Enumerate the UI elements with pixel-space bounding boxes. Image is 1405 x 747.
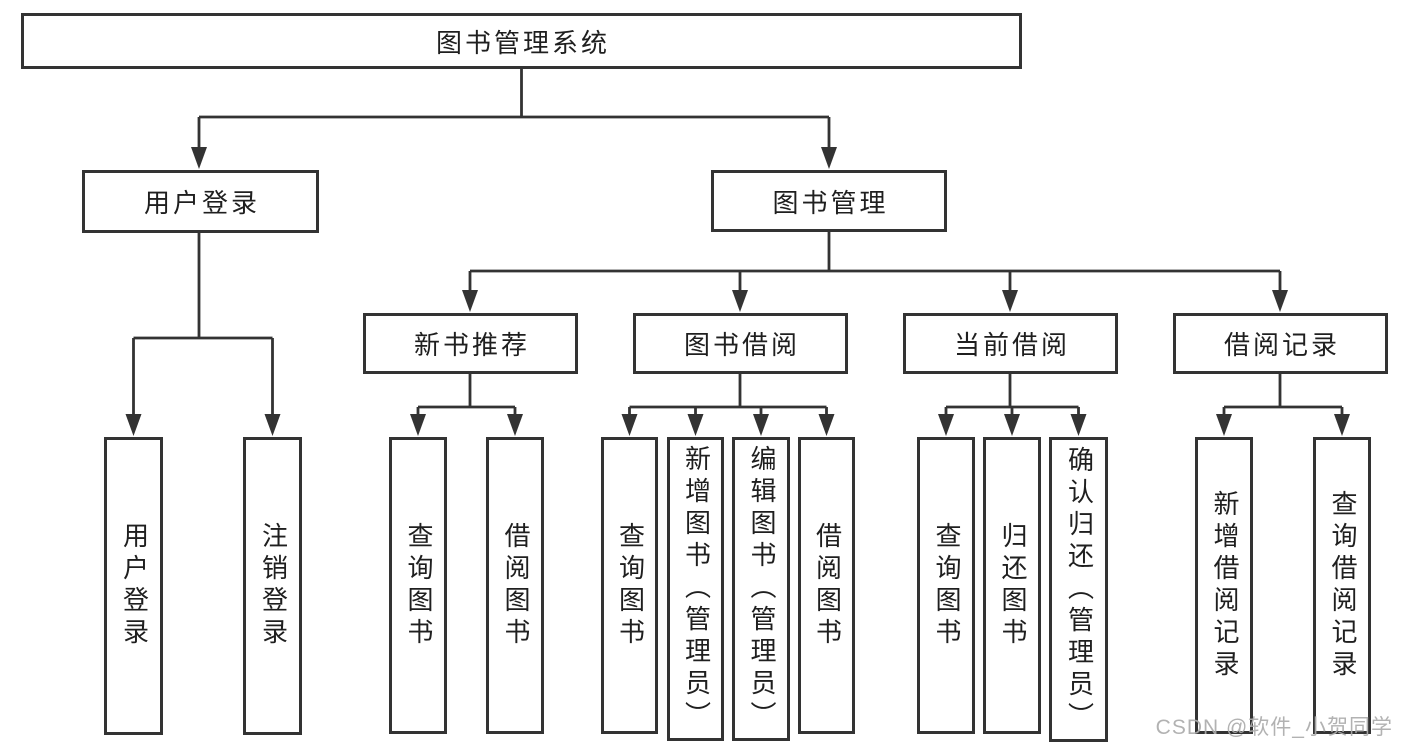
node-borrow-records: 借阅记录: [1173, 313, 1388, 374]
csdn-watermark: CSDN @软件_小贺同学: [1155, 716, 1393, 739]
leaf-query-book-recommend-label: 查询图书: [403, 521, 434, 650]
node-new-book-recommend: 新书推荐: [363, 313, 578, 374]
leaf-add-borrow-record-label: 新增借阅记录: [1209, 489, 1240, 682]
leaf-query-borrow-record-label: 查询借阅记录: [1327, 489, 1358, 682]
node-user-login: 用户登录: [82, 170, 319, 233]
leaf-add-book-admin: 新增图书（管理员）: [667, 437, 724, 741]
node-book-borrow: 图书借阅: [633, 313, 848, 374]
leaf-query-book-borrow-label: 查询图书: [615, 521, 646, 650]
node-borrow-records-label: 借阅记录: [1223, 330, 1340, 360]
leaf-query-borrow-record: 查询借阅记录: [1313, 437, 1371, 734]
leaf-return-book-label: 归还图书: [997, 521, 1028, 650]
leaf-add-book-admin-label: 新增图书（管理员）: [681, 445, 712, 733]
node-current-borrow-label: 当前借阅: [953, 330, 1070, 360]
leaf-borrow-book-label: 借阅图书: [812, 521, 843, 650]
leaf-borrow-book-recommend: 借阅图书: [486, 437, 544, 734]
leaf-query-book-borrow: 查询图书: [601, 437, 658, 734]
leaf-return-book: 归还图书: [983, 437, 1041, 734]
node-user-login-label: 用户登录: [143, 188, 260, 218]
leaf-edit-book-admin-label: 编辑图书（管理员）: [746, 445, 777, 733]
leaf-add-borrow-record: 新增借阅记录: [1195, 437, 1253, 734]
arrowheads: [125, 147, 1350, 436]
leaf-borrow-book: 借阅图书: [798, 437, 855, 734]
leaf-query-book-current: 查询图书: [917, 437, 975, 734]
leaf-confirm-return-admin: 确认归还（管理员）: [1049, 437, 1108, 742]
leaf-borrow-book-recommend-label: 借阅图书: [500, 521, 531, 650]
leaf-logout: 注销登录: [243, 437, 302, 735]
leaf-user-login: 用户登录: [104, 437, 163, 735]
node-root: 图书管理系统: [21, 13, 1022, 69]
leaf-confirm-return-admin-label: 确认归还（管理员）: [1064, 445, 1095, 734]
leaf-logout-label: 注销登录: [258, 522, 289, 650]
leaf-edit-book-admin: 编辑图书（管理员）: [732, 437, 790, 741]
leaf-query-book-current-label: 查询图书: [931, 521, 962, 650]
node-new-book-recommend-label: 新书推荐: [413, 330, 530, 360]
node-book-borrow-label: 图书借阅: [683, 330, 800, 360]
node-book-management: 图书管理: [711, 170, 947, 232]
leaf-user-login-label: 用户登录: [119, 522, 150, 650]
node-root-label: 图书管理系统: [435, 27, 610, 58]
node-book-management-label: 图书管理: [772, 187, 889, 218]
connector-paths: [132, 69, 1344, 418]
leaf-query-book-recommend: 查询图书: [389, 437, 447, 734]
node-current-borrow: 当前借阅: [903, 313, 1118, 374]
